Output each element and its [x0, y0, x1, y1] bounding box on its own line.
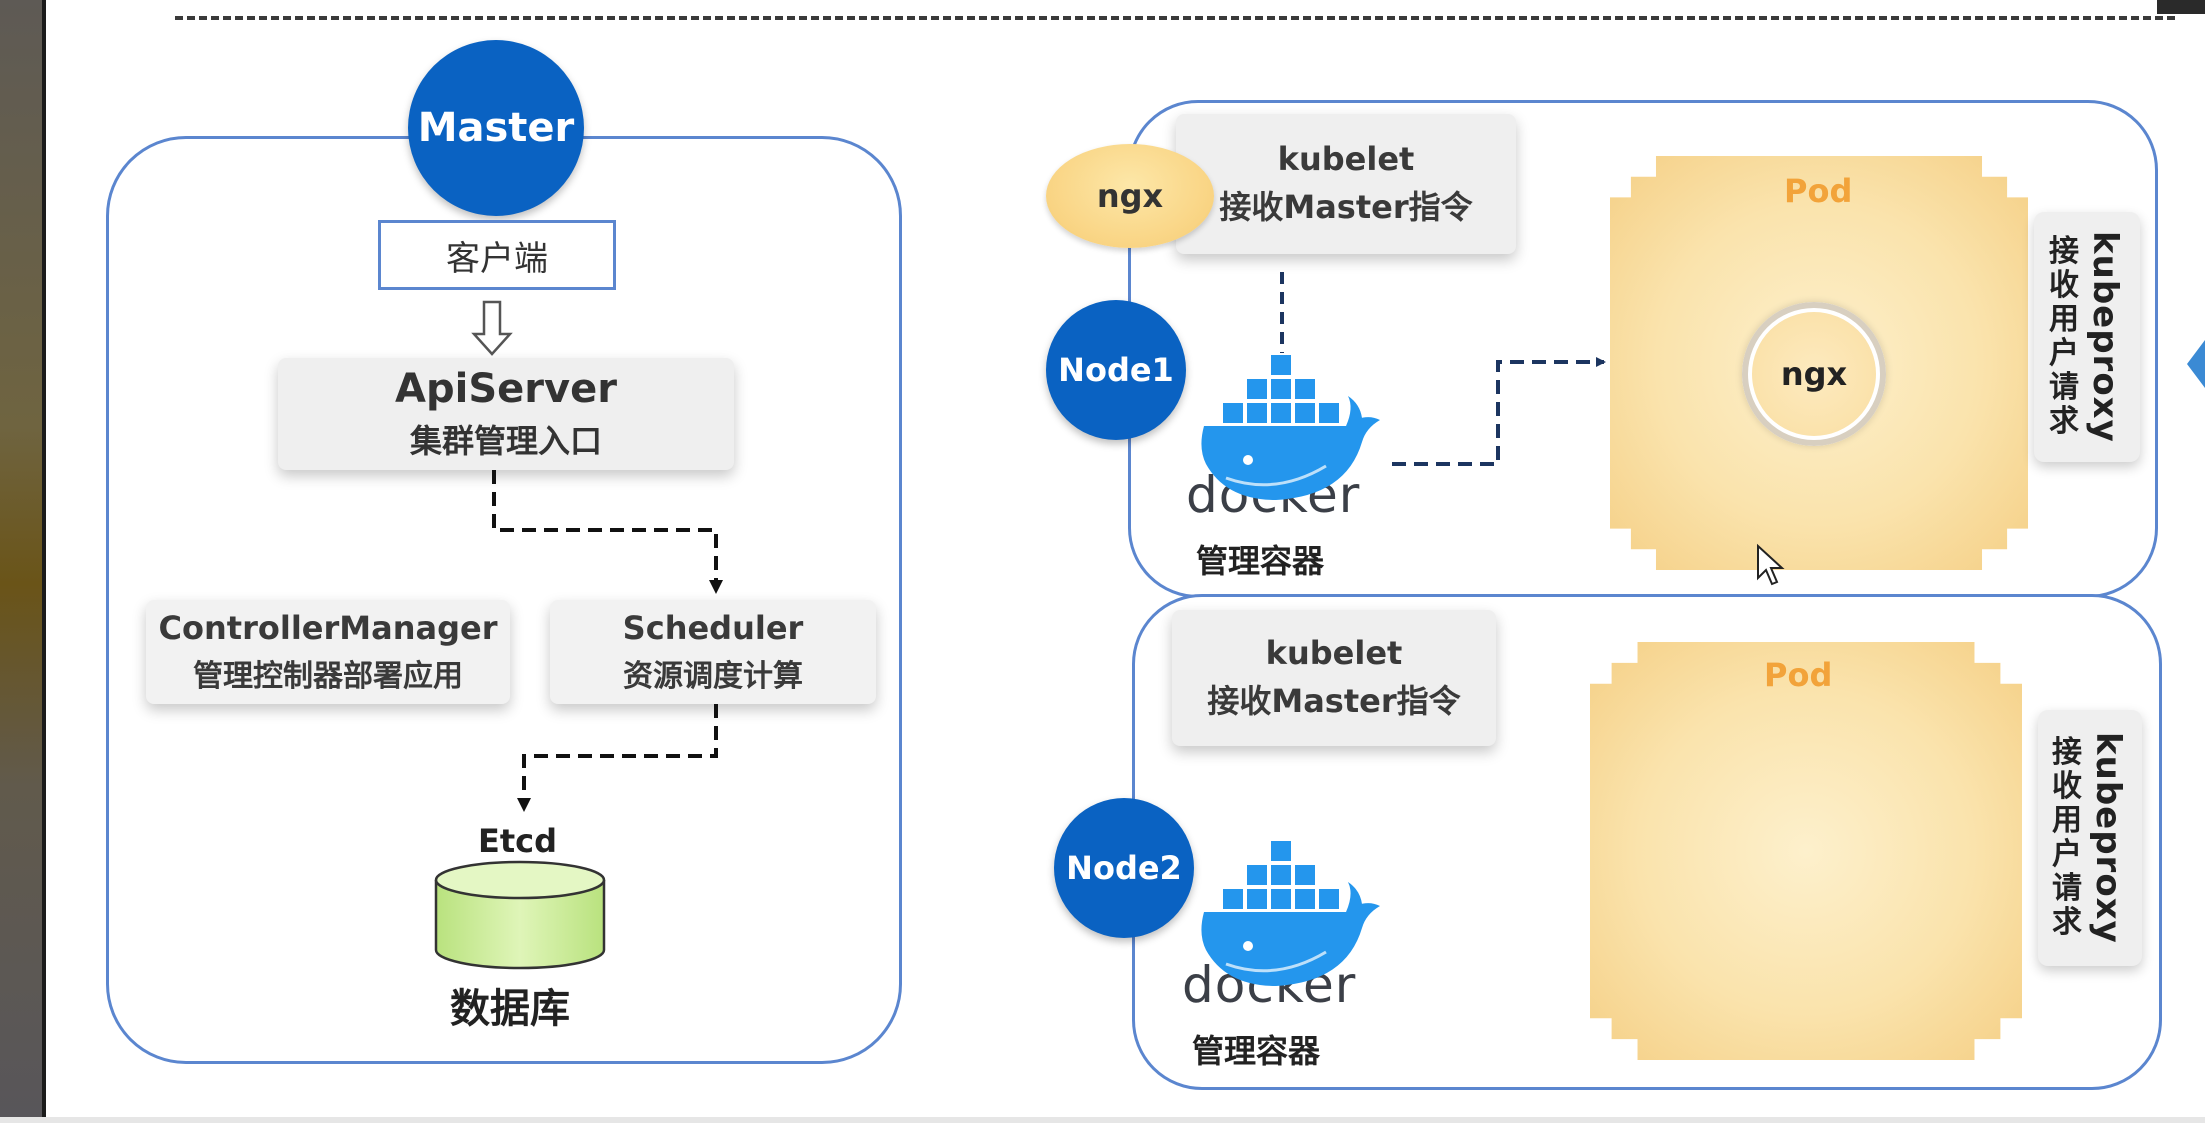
master-badge-label: Master [417, 105, 575, 151]
node2-pod [1590, 642, 2022, 1060]
node1-kubeproxy-cn-2: 用 [2049, 302, 2079, 337]
client-box: 客户端 [378, 220, 616, 290]
node2-kubeproxy-cn-5: 求 [2052, 905, 2082, 940]
node1-kubeproxy-cn-4: 请 [2049, 370, 2079, 405]
left-screen-edge [0, 0, 46, 1123]
client-label: 客户端 [446, 238, 548, 279]
node1-ngx-tag: ngx [1046, 144, 1214, 248]
node2-pod-label: Pod [1764, 656, 1833, 694]
node1-kubeproxy-cn-0: 接 [2049, 234, 2079, 269]
node1-kubeproxy-cn-3: 户 [2049, 336, 2079, 371]
scheduler-subtitle: 资源调度计算 [623, 659, 803, 694]
node1-kubeproxy-cn: 接 收 用 户 请 求 [2049, 235, 2079, 439]
controller-manager-subtitle: 管理控制器部署应用 [193, 659, 463, 694]
etcd-title: Etcd [478, 822, 558, 860]
apiserver-card: ApiServer 集群管理入口 [278, 358, 734, 470]
apiserver-subtitle: 集群管理入口 [409, 422, 602, 460]
node2-docker-logo-text: docker [1182, 956, 1357, 1014]
node1-badge-label: Node1 [1058, 351, 1174, 389]
node2-kubeproxy-cn-3: 户 [2052, 837, 2082, 872]
node2-kubelet-card: kubelet 接收Master指令 [1172, 610, 1496, 746]
node1-kubeproxy-card: 接 收 用 户 请 求 kubeproxy [2034, 212, 2140, 462]
master-badge: Master [408, 40, 584, 216]
node2-badge-label: Node2 [1066, 849, 1182, 887]
etcd-subtitle: 数据库 [450, 986, 570, 1032]
right-edge-arrow-icon [2187, 340, 2205, 388]
node1-kubelet-subtitle: 接收Master指令 [1219, 188, 1473, 226]
node1-ngx-container: ngx [1742, 302, 1886, 446]
node1-ngx-tag-label: ngx [1096, 177, 1164, 215]
scheduler-card: Scheduler 资源调度计算 [550, 600, 876, 704]
node2-kubeproxy-cn-2: 用 [2052, 803, 2082, 838]
node2-kubeproxy-cn-0: 接 [2052, 735, 2082, 770]
node2-kubeproxy-cn-4: 请 [2052, 871, 2082, 906]
node1-docker-logo-text: docker [1186, 466, 1361, 524]
top-right-corner-block [2157, 0, 2205, 14]
node1-kubeproxy-cn-5: 求 [2049, 404, 2079, 439]
node2-kubeproxy-card: 接 收 用 户 请 求 kubeproxy [2038, 710, 2142, 966]
bottom-screen-edge [0, 1117, 2205, 1123]
node1-kubelet-title: kubelet [1277, 140, 1415, 178]
node1-kubelet-card: kubelet 接收Master指令 [1176, 114, 1516, 254]
node1-pod-label: Pod [1784, 172, 1853, 210]
node1-kubeproxy-latin: kubeproxy [2085, 231, 2125, 443]
node1-ngx-container-label: ngx [1780, 355, 1848, 393]
controller-manager-title: ControllerManager [158, 609, 498, 647]
node1-kubeproxy-cn-1: 收 [2049, 268, 2079, 303]
node2-kubelet-subtitle: 接收Master指令 [1207, 682, 1461, 720]
apiserver-title: ApiServer [395, 366, 617, 412]
node2-badge: Node2 [1054, 798, 1194, 938]
node2-kubeproxy-cn-1: 收 [2052, 769, 2082, 804]
node2-kubelet-title: kubelet [1265, 634, 1403, 672]
top-dashed-divider [175, 16, 2175, 20]
scheduler-title: Scheduler [622, 609, 804, 647]
node1-docker-caption: 管理容器 [1196, 542, 1325, 580]
node2-kubeproxy-latin: kubeproxy [2088, 732, 2128, 944]
node1-badge: Node1 [1046, 300, 1186, 440]
node2-docker-caption: 管理容器 [1192, 1032, 1321, 1070]
node2-kubeproxy-cn: 接 收 用 户 请 求 [2052, 736, 2082, 940]
controller-manager-card: ControllerManager 管理控制器部署应用 [146, 600, 510, 704]
